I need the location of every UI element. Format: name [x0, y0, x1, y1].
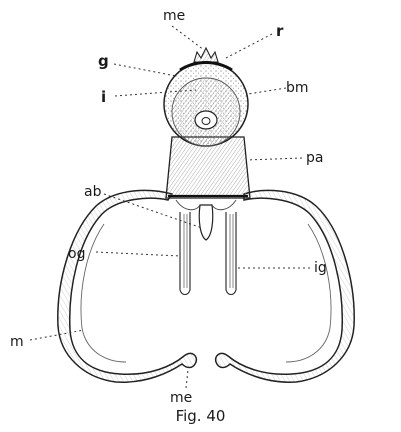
gland-right — [226, 212, 236, 295]
label-m: m — [10, 334, 24, 350]
label-og: og — [68, 246, 85, 262]
label-me-bottom: me — [170, 390, 192, 406]
label-pa: pa — [306, 150, 323, 166]
gland-left — [180, 212, 190, 295]
central-process — [199, 205, 213, 240]
label-ig: ig — [314, 260, 327, 276]
label-me-top: me — [163, 8, 185, 24]
figure-caption: Fig. 40 — [0, 407, 401, 425]
crown — [194, 48, 218, 62]
arm-inner-left — [81, 224, 126, 362]
label-g: g — [98, 52, 109, 70]
arm-inner-right — [286, 224, 331, 362]
label-bm: bm — [286, 80, 309, 96]
label-r: r — [276, 22, 284, 40]
label-ab: ab — [84, 184, 102, 200]
label-i: i — [101, 88, 106, 106]
